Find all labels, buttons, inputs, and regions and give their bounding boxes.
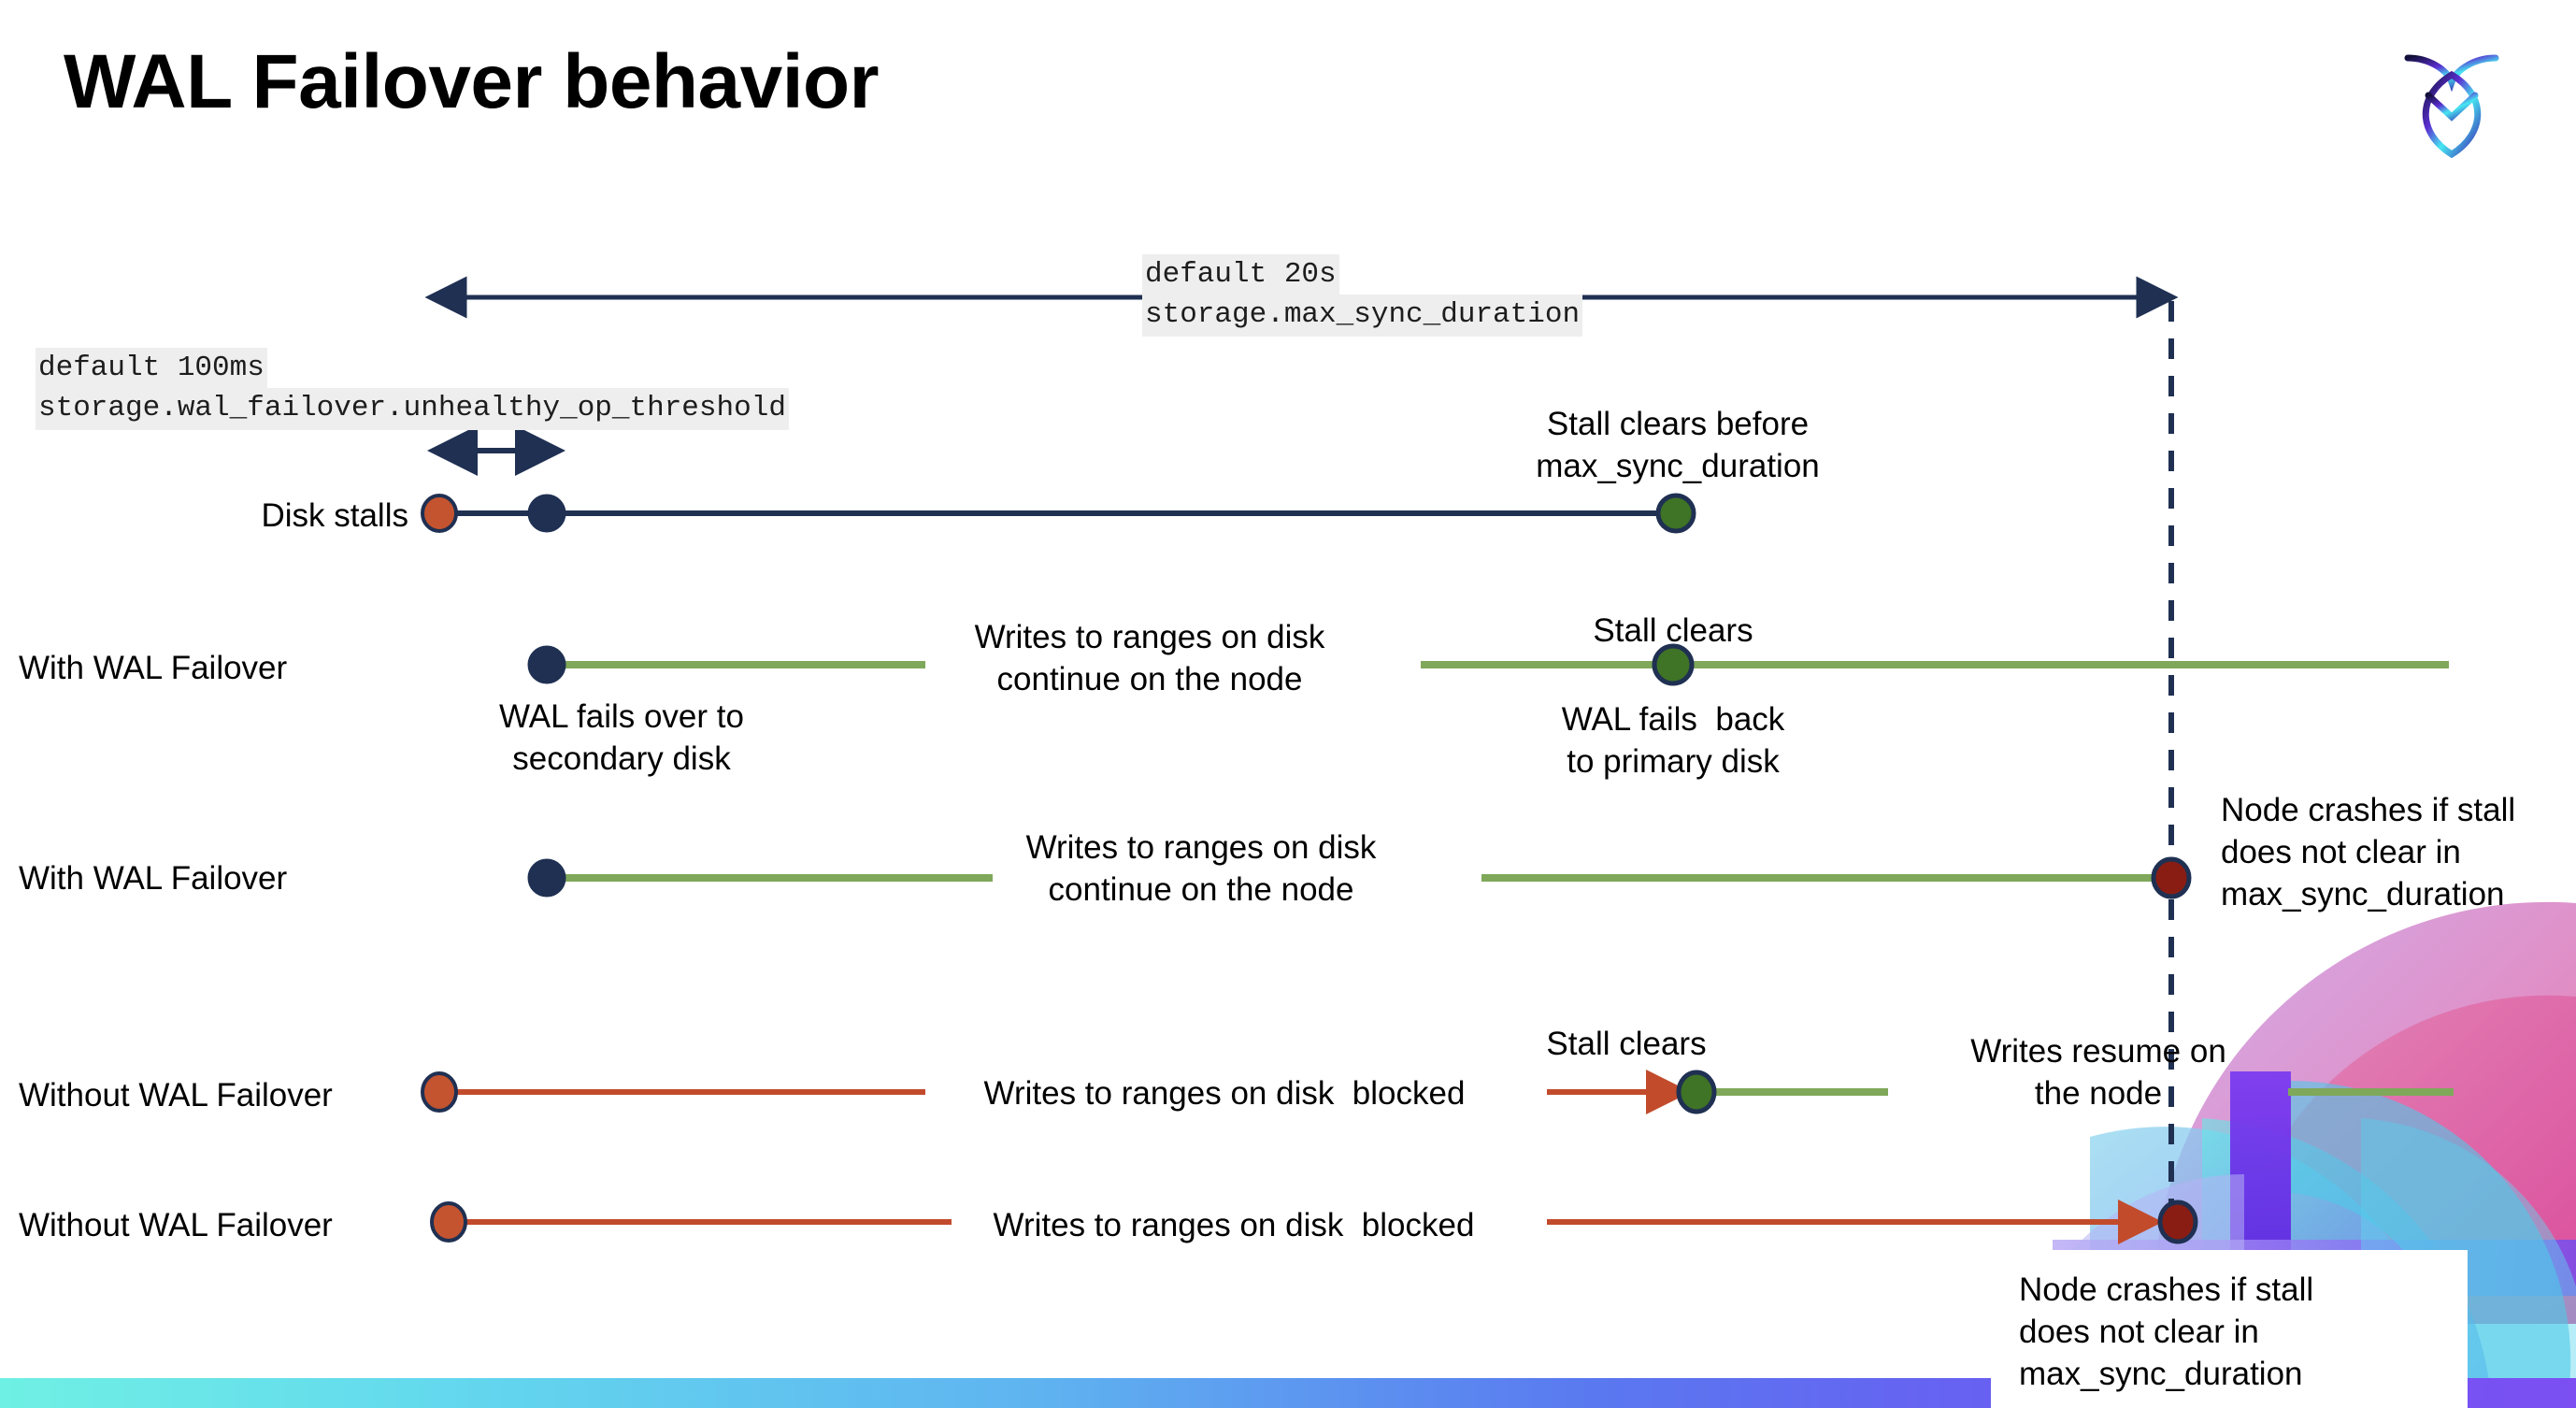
wal-failover-1-start-marker	[527, 645, 566, 684]
disk-stalls-failover-marker	[527, 494, 566, 533]
row-label-without-wal-failover-2: Without WAL Failover	[19, 1207, 333, 1243]
wal-failover-2-crash-note: Node crashes if stall does not clear in …	[2221, 792, 2516, 912]
without-failover-1-start-marker	[421, 1071, 458, 1113]
cockroachdb-logo-icon	[2391, 37, 2512, 164]
without-failover-1-clear-note: Stall clears	[1546, 1026, 1707, 1062]
disk-stalls-clear-marker	[1655, 493, 1696, 534]
row-label-disk-stalls: Disk stalls	[261, 497, 408, 534]
crash-callout-box	[1991, 1250, 2468, 1408]
wal-failover-1-clear-marker	[1652, 643, 1695, 686]
wal-failover-1-start-note: WAL fails over to secondary disk	[499, 698, 744, 777]
unhealthy-op-threshold-setting: storage.wal_failover.unhealthy_op_thresh…	[36, 388, 789, 430]
wal-failover-2-crash-marker	[2151, 856, 2192, 899]
wal-failover-2-mid-note: Writes to ranges on disk continue on the…	[1025, 829, 1377, 908]
wal-failover-1-mid-note: Writes to ranges on disk continue on the…	[974, 619, 1325, 697]
without-failover-2-mid-note: Writes to ranges on disk blocked	[993, 1207, 1475, 1243]
row-label-without-wal-failover-1: Without WAL Failover	[19, 1077, 333, 1113]
without-failover-2-crash-marker	[2157, 1200, 2198, 1244]
disk-stalls-start-marker	[421, 494, 458, 533]
unhealthy-op-threshold-default: default 100ms	[36, 348, 267, 390]
disk-stalls-clear-annotation: Stall clears before max_sync_duration	[1536, 406, 1820, 484]
without-failover-1-resume-note: Writes resume on the node	[1970, 1033, 2226, 1112]
without-failover-2-start-marker	[430, 1201, 467, 1243]
row-label-with-wal-failover-2: With WAL Failover	[19, 860, 288, 897]
wal-failover-2-start-marker	[527, 858, 566, 898]
max-sync-duration-default: default 20s	[1142, 254, 1339, 296]
wal-failover-1-end-note: WAL fails back to primary disk	[1561, 701, 1785, 780]
without-failover-1-mid-note: Writes to ranges on disk blocked	[983, 1075, 1466, 1112]
max-sync-duration-setting: storage.max_sync_duration	[1142, 295, 1583, 337]
page-title: WAL Failover behavior	[64, 39, 880, 124]
without-failover-1-clear-marker	[1676, 1070, 1717, 1114]
wal-failover-1-clear-note: Stall clears	[1593, 612, 1753, 649]
without-failover-2-crash-note: Node crashes if stall does not clear in …	[2019, 1272, 2314, 1392]
row-label-with-wal-failover-1: With WAL Failover	[19, 650, 288, 686]
